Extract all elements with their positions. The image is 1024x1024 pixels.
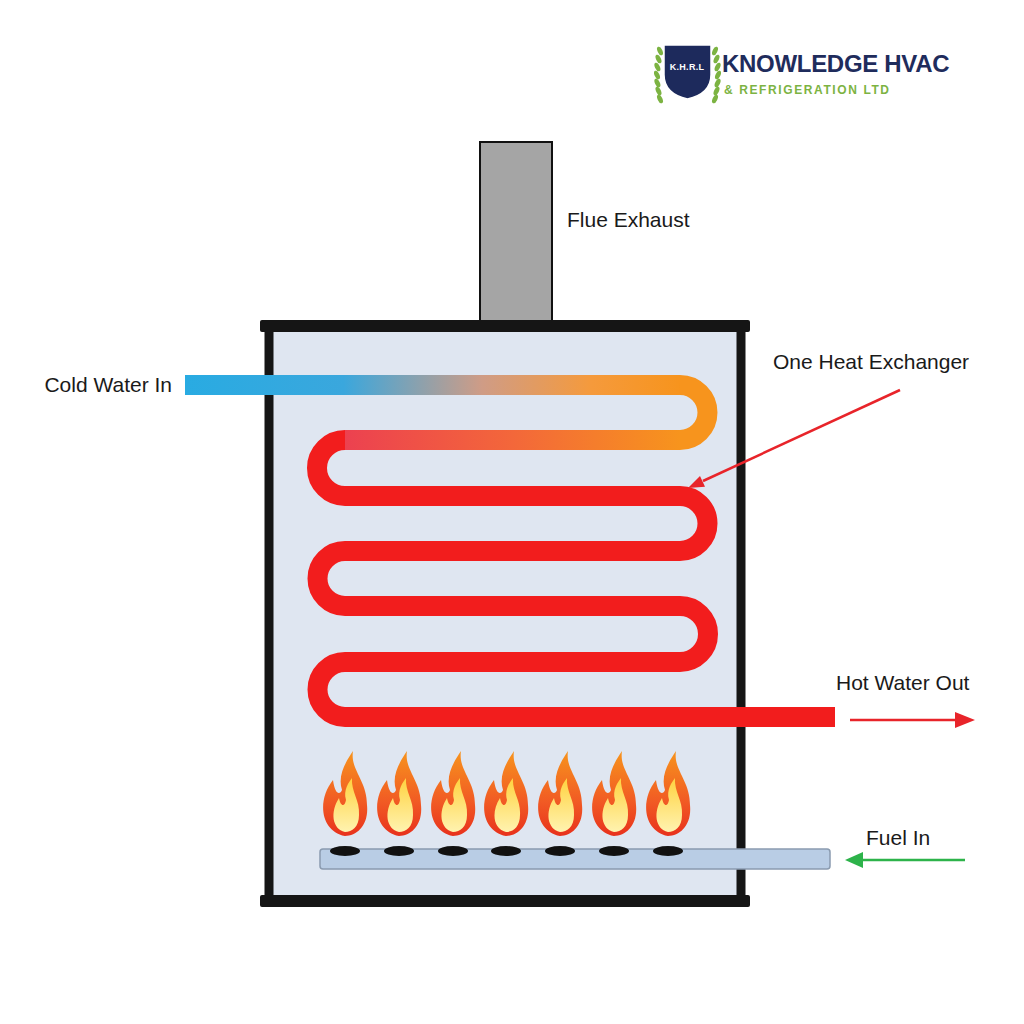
housing-bottom xyxy=(260,895,750,907)
laurel-leaf xyxy=(710,46,718,56)
laurel-leaf xyxy=(654,70,661,80)
part-label: Fuel In xyxy=(866,826,930,850)
housing-top xyxy=(260,320,750,332)
part-label: Cold Water In xyxy=(44,373,172,397)
laurel-leaf xyxy=(713,78,721,88)
laurel-leaf xyxy=(655,46,663,56)
laurel-leaf xyxy=(713,70,720,80)
heat-exchanger-coil xyxy=(185,385,835,717)
badge-shield xyxy=(654,43,721,105)
laurel-leaf xyxy=(713,62,721,72)
laurel-leaf xyxy=(655,94,663,104)
laurel-leaf xyxy=(712,86,720,96)
shield-outline xyxy=(664,45,711,99)
badge-text: K.H.R.L xyxy=(670,63,705,73)
hot-coil xyxy=(317,440,835,717)
cold-pipe xyxy=(185,375,680,395)
burner-jets xyxy=(330,846,683,856)
laurel-leaf xyxy=(654,54,662,64)
burner-flames xyxy=(323,751,690,836)
brand-subtitle: & REFRIGERATION LTD xyxy=(724,84,891,98)
flue-pipe xyxy=(480,142,552,322)
logo-badge: K.H.R.L xyxy=(654,43,721,105)
coil-run xyxy=(345,430,680,450)
laurel-leaf xyxy=(712,54,720,64)
part-label: Hot Water Out xyxy=(836,671,969,695)
outflow-arrow xyxy=(850,719,958,722)
fuel-arrow xyxy=(860,859,965,862)
leader-line xyxy=(703,390,900,481)
arrow-head xyxy=(845,852,863,868)
part-label: One Heat Exchanger xyxy=(773,350,969,374)
arrow-head xyxy=(688,476,705,488)
laurel-leaf xyxy=(654,62,662,72)
laurel-leaf xyxy=(654,78,662,88)
laurel-leaf xyxy=(654,86,662,96)
laurel-leaf xyxy=(710,94,718,104)
arrow-head xyxy=(955,712,975,728)
brand-name: KNOWLEDGE HVAC xyxy=(722,50,949,78)
coil-bend xyxy=(680,385,707,440)
part-label: Flue Exhaust xyxy=(567,208,690,232)
